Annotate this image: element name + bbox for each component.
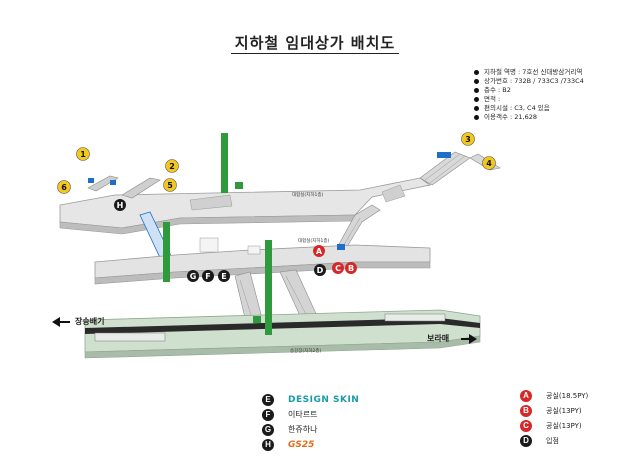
info-facilities: 편의시설 : C3, C4 있음 [484, 104, 550, 112]
elevator-shaft [265, 240, 272, 335]
brand-legend: E DESIGN SKIN F 이타르트 G 한쥬하나 H GS25 [262, 393, 372, 453]
stair-icons [88, 152, 451, 323]
exit-2: 2 [165, 159, 179, 173]
legend-badge-f: F [262, 408, 274, 421]
shop-f-marker: F [202, 270, 214, 282]
legend-text-d: 입점 [546, 436, 559, 445]
exit-2-label: 2 [169, 162, 175, 171]
legend-row: H GS25 [262, 438, 372, 451]
page-title: 지하철 임대상가 배치도 [0, 32, 630, 54]
info-row: 편의시설 : C3, C4 있음 [474, 104, 624, 113]
legend-row: C 공실(13PY) [520, 419, 620, 432]
legend-text-a: 공실(18.5PY) [546, 391, 589, 400]
info-row: 층수 : B2 [474, 86, 624, 95]
lower-floor-label: 승강장(지하2층) [290, 347, 321, 354]
elevator-shaft [163, 222, 170, 282]
info-row: 면적 : [474, 95, 624, 104]
shop-b-marker: B [345, 262, 357, 274]
exit-6-label: 6 [61, 183, 67, 192]
info-passengers: 이용객수 : 21,628 [484, 113, 537, 121]
exit-4: 4 [482, 156, 496, 170]
legend-row: E DESIGN SKIN [262, 393, 372, 406]
shop-d-label: D [317, 266, 324, 275]
info-row: 이용객수 : 21,628 [474, 113, 624, 122]
shop-e-marker: E [218, 270, 230, 282]
shop-b-label: B [348, 264, 354, 273]
info-floor: 층수 : B2 [484, 86, 511, 94]
legend-text-c: 공실(13PY) [546, 421, 582, 430]
exit-1-label: 1 [80, 150, 86, 159]
bullet-icon [474, 115, 479, 120]
vacancy-legend: A 공실(18.5PY) B 공실(13PY) C 공실(13PY) D 입점 [520, 389, 620, 449]
legend-text-f: 이타르트 [288, 410, 318, 419]
exit-4-label: 4 [486, 159, 492, 168]
exit-5: 5 [163, 178, 177, 192]
bullet-icon [474, 79, 479, 84]
legend-text-g: 한쥬하나 [288, 425, 318, 434]
exit-3: 3 [461, 132, 475, 146]
middle-floor-label: 대합실(지하1층) [298, 237, 329, 244]
exit-5-label: 5 [167, 181, 173, 190]
shop-e-label: E [221, 272, 226, 281]
legend-badge-d: D [520, 434, 532, 447]
exit-6: 6 [57, 180, 71, 194]
direction-left-label: 장승배기 [75, 317, 105, 326]
shop-h-marker: H [114, 199, 126, 211]
direction-left-arrow-icon [52, 317, 70, 327]
legend-row: D 입점 [520, 434, 620, 447]
legend-badge-e: E [262, 393, 274, 406]
legend-badge-b: B [520, 404, 532, 417]
bullet-icon [474, 88, 479, 93]
shop-g-label: G [190, 272, 197, 281]
shop-a-marker: A [313, 245, 325, 257]
legend-badge-g: G [262, 423, 274, 436]
info-row: 지하철 역명 : 7호선 신대방삼거리역 [474, 68, 624, 77]
direction-right-label: 보라매 [427, 334, 450, 343]
exit-3-label: 3 [465, 135, 471, 144]
title-text: 지하철 임대상가 배치도 [230, 34, 400, 54]
shop-f-label: F [205, 272, 210, 281]
legend-row: B 공실(13PY) [520, 404, 620, 417]
legend-text-b: 공실(13PY) [546, 406, 582, 415]
legend-row: A 공실(18.5PY) [520, 389, 620, 402]
upper-floor-label: 대합실(지하1층) [292, 191, 323, 198]
info-area: 면적 : [484, 95, 501, 103]
info-row: 상가번호 : 732B / 733C3 /733C4 [474, 77, 624, 86]
shop-a-label: A [316, 247, 323, 256]
legend-text-h: GS25 [288, 439, 315, 450]
bullet-icon [474, 106, 479, 111]
elevator-shaft [221, 133, 228, 193]
shop-c-marker: C [332, 262, 344, 274]
shop-c-label: C [335, 264, 341, 273]
shop-d-marker: D [314, 264, 326, 276]
upper-concourse [59, 151, 501, 235]
station-info: 지하철 역명 : 7호선 신대방삼거리역 상가번호 : 732B / 733C3… [474, 68, 624, 122]
legend-row: G 한쥬하나 [262, 423, 372, 436]
legend-text-e: DESIGN SKIN [288, 394, 360, 405]
shop-g-marker: G [187, 270, 199, 282]
middle-concourse [94, 237, 431, 285]
legend-badge-a: A [520, 389, 532, 402]
legend-badge-h: H [262, 438, 274, 451]
exit-1: 1 [76, 147, 90, 161]
info-shop-number: 상가번호 : 732B / 733C3 /733C4 [484, 77, 584, 85]
elevator-shafts [163, 133, 272, 335]
bullet-icon [474, 97, 479, 102]
bullet-icon [474, 70, 479, 75]
shop-h-label: H [117, 201, 124, 210]
platform-level [84, 309, 481, 359]
legend-badge-c: C [520, 419, 532, 432]
legend-row: F 이타르트 [262, 408, 372, 421]
info-station: 지하철 역명 : 7호선 신대방삼거리역 [484, 68, 583, 76]
direction-right-arrow-icon [461, 334, 477, 344]
